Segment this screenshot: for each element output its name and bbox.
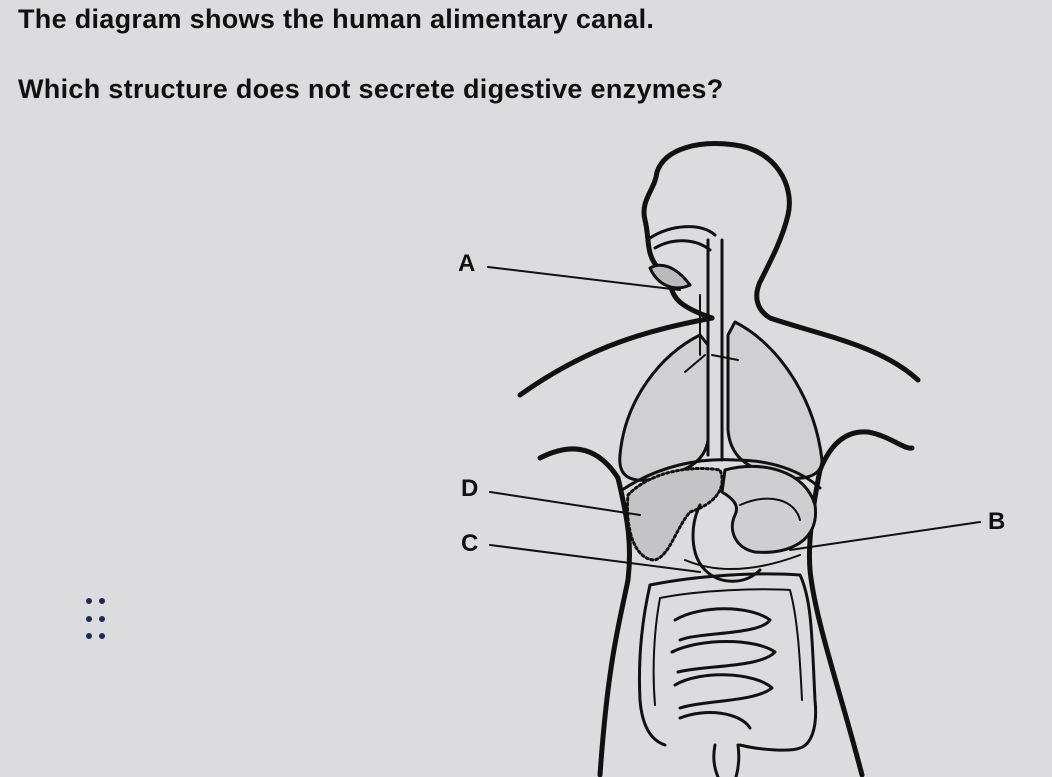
label-d: D: [461, 475, 479, 502]
stomach: [720, 464, 818, 554]
pancreas: [684, 554, 801, 571]
duodenum: [691, 503, 762, 583]
left-shoulder: [517, 315, 715, 398]
body-outline: [641, 141, 921, 383]
label-a: A: [458, 250, 476, 277]
right-lung: [726, 320, 824, 480]
leader-line-d: [489, 491, 641, 516]
liver: [625, 466, 724, 562]
nasal-cavity: [648, 225, 717, 240]
left-lung: [618, 333, 710, 482]
leader-line-b: [789, 521, 981, 551]
tongue: [648, 263, 692, 290]
left-side: [597, 475, 633, 777]
question-line-1: The diagram shows the human alimentary c…: [18, 4, 655, 34]
small-intestine: [670, 607, 777, 730]
large-intestine-inner: [652, 588, 803, 706]
handle-dot: [86, 615, 92, 622]
handle-dot: [99, 598, 105, 604]
stomach-inner: [739, 497, 801, 521]
large-intestine: [637, 572, 818, 752]
handle-dot: [86, 598, 92, 604]
trachea: [684, 294, 739, 373]
leader-line-c: [489, 544, 701, 573]
palate: [653, 239, 712, 252]
handle-dot: [86, 633, 92, 640]
handle-dot: [99, 615, 105, 622]
right-side: [806, 467, 865, 777]
label-c: C: [461, 530, 479, 557]
left-arm-edge: [537, 446, 621, 481]
question-line-2: Which structure does not secrete digesti…: [18, 74, 724, 104]
rectum: [712, 743, 741, 777]
drag-handle-icon[interactable]: [86, 598, 106, 644]
leader-line-a: [487, 266, 681, 291]
label-b: B: [988, 508, 1006, 535]
diaphragm: [620, 458, 822, 492]
handle-dot: [99, 633, 105, 640]
right-arm-edge: [817, 429, 915, 473]
